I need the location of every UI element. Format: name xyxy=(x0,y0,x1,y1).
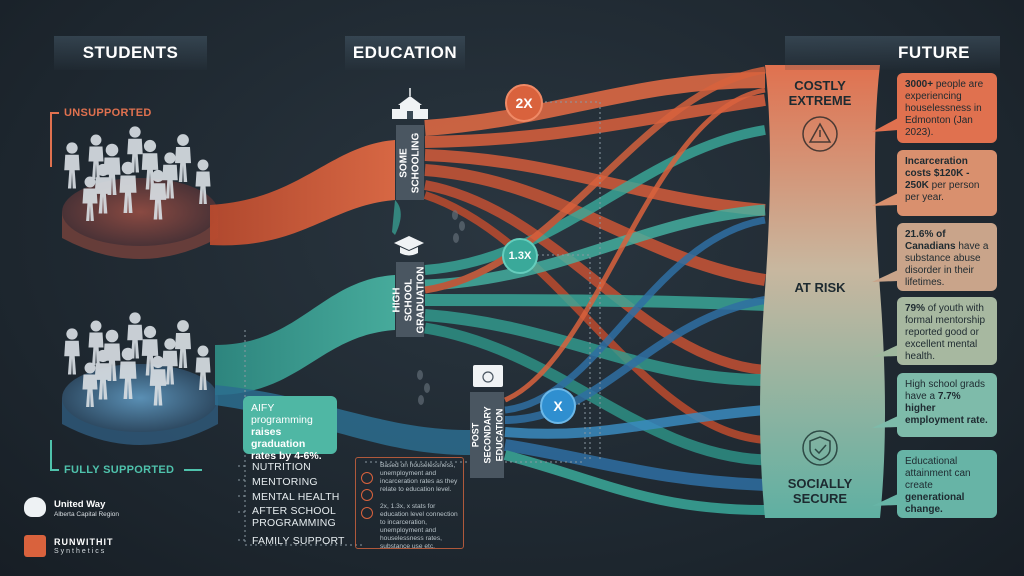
unsupported-students xyxy=(64,126,211,221)
fully-supported-label: FULLY SUPPORTED xyxy=(64,464,175,476)
runwithit-name: RUNWITHIT xyxy=(54,537,114,547)
stat-text: have a substance abuse disorder in their… xyxy=(905,241,989,288)
note-text: AIFY programming xyxy=(251,402,313,426)
support-item-family-support: FAMILY SUPPORT xyxy=(252,535,345,547)
hand-icon xyxy=(24,497,46,517)
student-figure xyxy=(141,139,159,190)
footnote-first: Based on houselessness, unemployment and… xyxy=(380,462,458,493)
diploma-icon xyxy=(473,365,503,387)
programming-note: AIFY programming raises graduation rates… xyxy=(243,396,337,462)
student-figure xyxy=(127,312,143,359)
warning-icon xyxy=(802,116,838,152)
runwithit-logo-mark xyxy=(24,535,46,557)
some-schooling-label: SOME SCHOOLING xyxy=(396,125,424,200)
high-school-label: HIGH SCHOOL GRADUATION xyxy=(392,262,427,337)
stat-text: people are experiencing houselessness in… xyxy=(905,79,984,138)
stat-text: per person per year. xyxy=(905,180,980,203)
student-figure xyxy=(94,349,112,400)
support-item-after-school: AFTER SCHOOL PROGRAMMING xyxy=(252,505,336,529)
student-figure xyxy=(149,169,167,220)
future-column xyxy=(760,65,885,518)
student-figure xyxy=(119,347,137,399)
post-secondary-label: POST SECONDARY EDUCATION xyxy=(470,392,504,478)
multiplier-x-badge: X xyxy=(540,388,576,424)
stat-text: Educational attainment can create xyxy=(905,456,971,491)
multiplier-2x-badge: 2X xyxy=(505,84,543,122)
stat-card-employment: High school grads have a 7.7% higher emp… xyxy=(897,373,997,437)
supported-label-bar xyxy=(184,469,202,471)
student-figure xyxy=(64,142,80,189)
unsupported-flow xyxy=(210,140,395,246)
student-figure xyxy=(175,134,191,182)
student-figure xyxy=(149,355,167,406)
student-figure xyxy=(162,338,178,385)
unsupported-to-highschool-flow xyxy=(392,200,401,235)
student-figure xyxy=(141,325,159,376)
student-figure xyxy=(127,126,143,173)
stat-bold: 21.6% of Canadians xyxy=(905,229,956,252)
footnote-icon-2 xyxy=(361,489,373,501)
student-figure xyxy=(94,163,112,214)
education-header: EDUCATION xyxy=(345,36,465,70)
student-figure xyxy=(88,320,104,365)
support-item-nutrition: NUTRITION xyxy=(252,461,311,473)
stat-bold: Incarceration costs $120K - 250K xyxy=(905,156,970,191)
runwithit-sub: Synthetics xyxy=(54,548,107,555)
unsupported-label: UNSUPPORTED xyxy=(64,107,152,119)
footnote-box xyxy=(355,457,464,549)
high-school-flows xyxy=(424,66,766,466)
post-secondary-flows xyxy=(503,87,766,515)
footprints xyxy=(417,210,465,405)
stat-text: High school grads have a xyxy=(905,379,986,402)
shield-check-icon xyxy=(802,430,838,466)
united-way-name: United Way xyxy=(54,499,106,510)
at-risk-label: AT RISK xyxy=(794,280,846,295)
school-building-icon xyxy=(392,88,428,119)
student-figure xyxy=(195,159,211,204)
stat-card-houselessness: 3000+ people are experiencing houselessn… xyxy=(897,73,997,143)
unsupported-label-bar xyxy=(50,112,59,114)
student-figure xyxy=(82,176,98,221)
student-figure xyxy=(64,328,80,375)
stat-bold: 3000+ xyxy=(905,79,934,90)
future-header: FUTURE xyxy=(785,36,1000,70)
stat-card-substance-abuse: 21.6% of Canadians have a substance abus… xyxy=(897,223,997,291)
student-figure xyxy=(82,362,98,407)
footnote-icon-3 xyxy=(361,507,373,519)
graduation-cap-icon xyxy=(394,236,424,256)
student-figure xyxy=(195,345,211,390)
student-figure xyxy=(162,152,178,199)
students-header: STUDENTS xyxy=(54,36,207,70)
stat-bold: 79% xyxy=(905,303,926,314)
unsupported-label-line xyxy=(50,112,52,167)
socially-secure-label: SOCIALLY SECURE xyxy=(787,476,853,506)
supported-students xyxy=(64,312,211,407)
supported-label-foot xyxy=(50,469,59,471)
stat-bold: generational change. xyxy=(905,492,965,515)
student-figure xyxy=(88,134,104,179)
student-figure xyxy=(175,320,191,368)
multiplier-1-3x-badge: 1.3X xyxy=(502,238,538,274)
note-bold: raises graduation rates by 4-6%. xyxy=(251,426,322,462)
supported-to-highschool-flow xyxy=(215,275,395,395)
stat-bold: 7.7% higher employment rate. xyxy=(905,391,988,426)
card-pointers xyxy=(872,118,898,506)
footnote-second: 2x, 1.3x, x stats for education level co… xyxy=(380,503,458,550)
stat-card-generational: Educational attainment can create genera… xyxy=(897,450,997,518)
supported-label-line xyxy=(50,440,52,470)
stat-card-mentorship: 79% of youth with formal mentorship repo… xyxy=(897,297,997,365)
stat-text: of youth with formal mentorship reported… xyxy=(905,303,986,362)
support-item-mentoring: MENTORING xyxy=(252,476,318,488)
footnote-icon-1 xyxy=(361,472,373,484)
costly-extreme-label: COSTLY EXTREME xyxy=(788,78,852,108)
united-way-logo xyxy=(24,497,50,519)
support-item-mental-health: MENTAL HEALTH xyxy=(252,491,340,503)
student-figure xyxy=(119,161,137,213)
stat-card-incarceration: Incarceration costs $120K - 250K per per… xyxy=(897,150,997,216)
united-way-region: Alberta Capital Region xyxy=(54,511,120,518)
